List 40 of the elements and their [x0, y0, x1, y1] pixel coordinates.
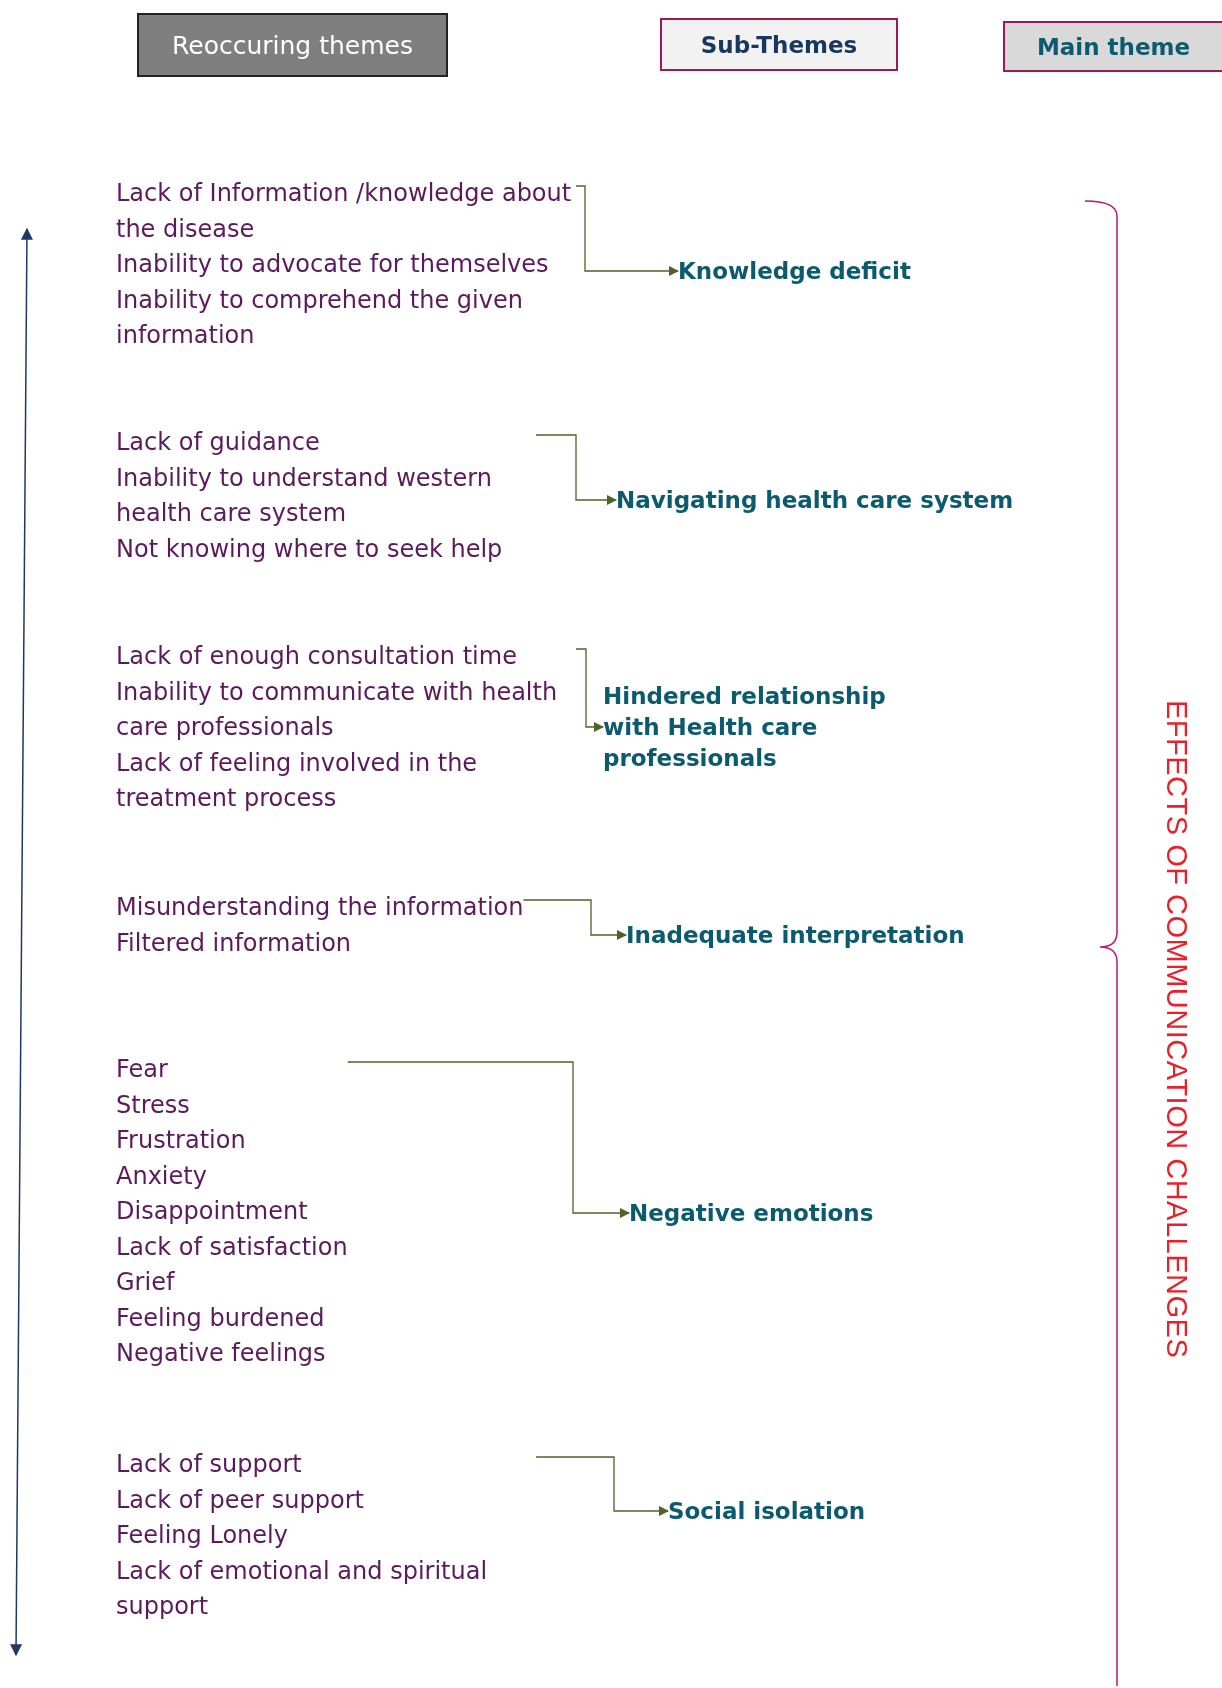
theme-text: Disappointment: [116, 1196, 309, 1227]
theme-text: Feeling burdened: [116, 1302, 326, 1334]
sub-theme-label: Navigating health care system: [616, 484, 1014, 516]
sub-theme-label: Inadequate interpretation: [626, 919, 965, 951]
theme-text: Lack of guidance: [116, 427, 321, 458]
header-box: Main theme: [1003, 21, 1222, 72]
main-theme-label: EFFECTS OF COMMUNICATION CHALLENGES: [1160, 700, 1193, 1359]
theme-text: Lack of Information /knowledge about the disease: [116, 178, 573, 245]
header-box: Sub-Themes: [660, 18, 898, 71]
arrow: [535, 1456, 670, 1517]
theme-text: Fear: [116, 1054, 169, 1085]
arrow: [575, 185, 680, 277]
theme-text: Inability to comprehend the given information: [116, 284, 524, 351]
theme-text: Anxiety: [116, 1160, 208, 1192]
theme-text: Lack of enough consultation time: [116, 641, 518, 672]
theme-text: Inability to understand western health care system: [116, 462, 493, 529]
theme-text: Lack of feeling involved in the treatment process: [116, 747, 479, 814]
sub-theme-label: Negative emotions: [629, 1197, 874, 1229]
sub-theme-label: Knowledge deficit: [678, 255, 911, 287]
theme-text: Not knowing where to seek help: [116, 533, 504, 565]
arrow: [347, 1061, 631, 1219]
theme-text: Filtered information: [116, 927, 353, 959]
theme-text: Inability to communicate with health care professionals: [116, 676, 559, 743]
theme-text: Stress: [116, 1089, 191, 1121]
theme-text: Misunderstanding the information: [116, 892, 524, 923]
arrow: [535, 434, 618, 506]
theme-text: Lack of peer support: [116, 1484, 365, 1516]
theme-text: Feeling Lonely: [116, 1520, 289, 1551]
theme-text: Inability to advocate for themselves: [116, 249, 550, 280]
theme-text: Frustration: [116, 1125, 247, 1156]
theme-text: Lack of satisfaction: [116, 1231, 348, 1263]
arrow: [575, 648, 605, 733]
sub-theme-label: Hindered relationship with Health care professionals: [603, 680, 943, 774]
header-box: Reoccuring themes: [137, 13, 448, 77]
sub-theme-label: Social isolation: [668, 1495, 866, 1527]
theme-text: Negative feelings: [116, 1338, 327, 1369]
theme-text: Lack of support: [116, 1449, 303, 1480]
arrow: [522, 899, 628, 941]
theme-text: Lack of emotional and spiritual support: [116, 1555, 489, 1622]
theme-text: Grief: [116, 1267, 176, 1298]
